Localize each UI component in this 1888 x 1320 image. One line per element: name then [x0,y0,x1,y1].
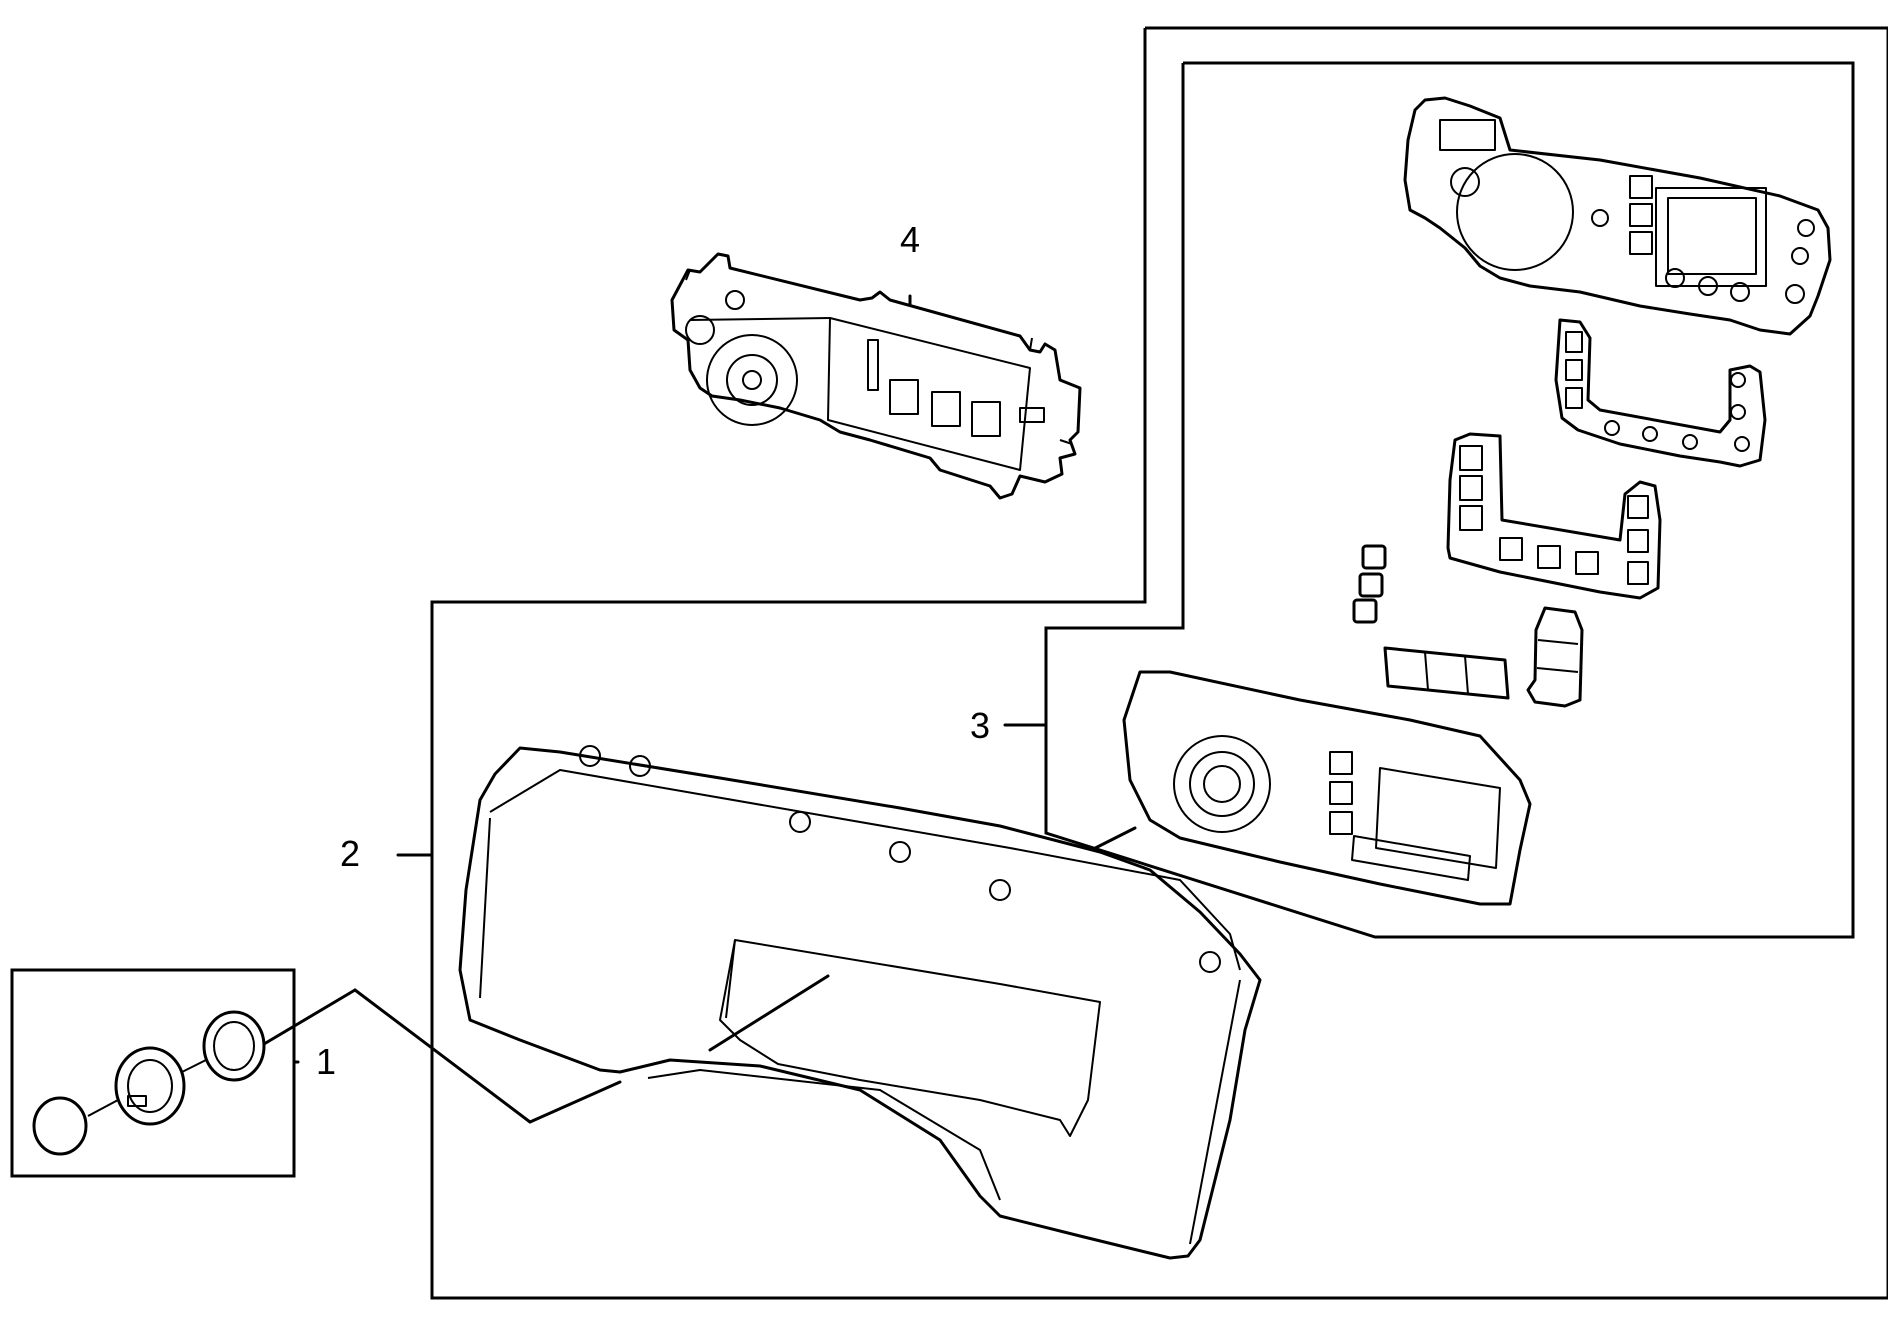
button-gasket-upper [1554,318,1767,468]
button-keys-row [1383,646,1510,700]
button-keys-small [1352,544,1387,624]
callout-label-4: 4 [900,219,921,260]
group-1-boundary [10,968,296,1178]
group-2-3-outer-boundary [430,26,1888,1300]
control-panel-housing-part-2 [458,745,1262,1260]
group-3-boundary [1044,61,1855,939]
button-keys-vertical [1526,606,1584,708]
callout-label-1: 1 [316,1041,337,1082]
callout-label-2: 2 [340,833,361,874]
control-panel-frame [1403,96,1832,336]
control-board-part-4 [670,252,1082,500]
knob-assembly-part-1 [32,988,622,1156]
callout-label-3: 3 [970,705,991,746]
button-gasket-lower [1446,432,1662,600]
